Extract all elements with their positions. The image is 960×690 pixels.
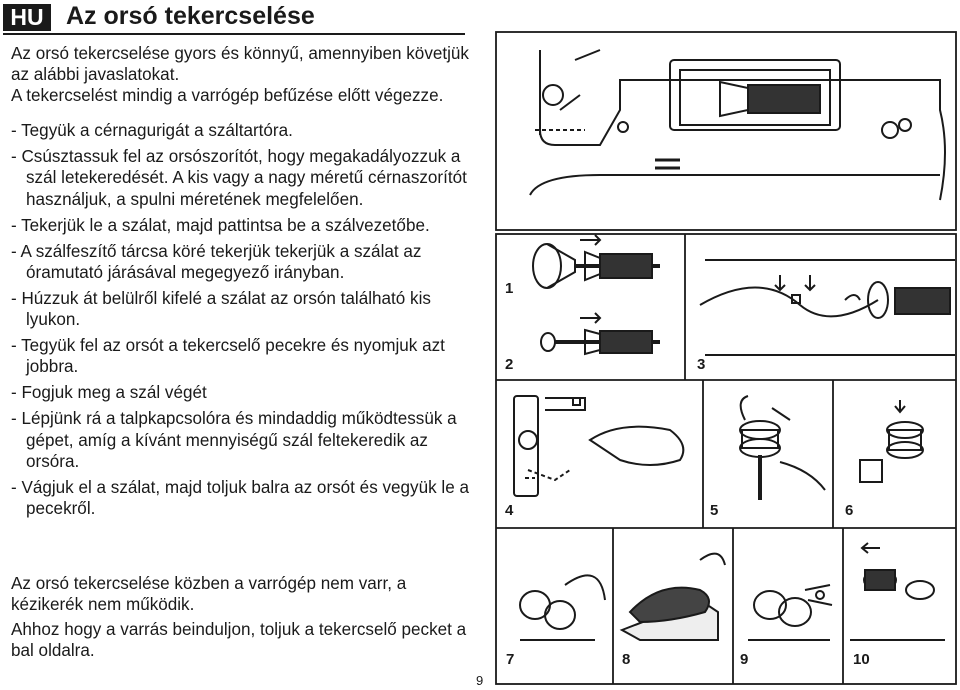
sewing-machine-top-icon [529, 49, 946, 201]
bobbin-removal-icon [850, 542, 945, 641]
step-item: - Fogjuk meg a szál végét [11, 383, 207, 403]
bobbin-winder-icon [859, 400, 924, 483]
small-spool-icon [540, 312, 660, 356]
tension-disc-icon [513, 395, 685, 497]
figure-label: 8 [622, 651, 630, 668]
notes-text: Az orsó tekercselése közben a varrógép n… [11, 573, 481, 665]
step-item: - Tegyük fel az orsót a tekercselő pecek… [11, 336, 445, 377]
spool-icon [532, 234, 660, 289]
figure-label: 4 [505, 502, 514, 519]
machine-illustration-frame [495, 31, 957, 231]
step-item: - Lépjünk rá a talpkapcsolóra és mindadd… [11, 409, 457, 471]
figure-label: 1 [505, 280, 513, 297]
steps-grid-frame [495, 233, 957, 685]
figure-label: 2 [505, 356, 513, 373]
intro-paragraph: Az orsó tekercselése gyors és könnyű, am… [11, 44, 469, 85]
step-item: - Tekerjük le a szálat, majd pattintsa b… [11, 215, 430, 235]
page-number: 9 [476, 673, 484, 688]
figure-label: 9 [740, 651, 748, 668]
scissors-icon [748, 584, 833, 641]
step-item: - Tegyük a cérnagurigát a száltartóra. [11, 121, 293, 141]
step-item: - Húzzuk át belülről kifelé a szálat az … [11, 288, 431, 330]
figure-label: 6 [845, 502, 853, 519]
language-badge: HU [3, 4, 51, 31]
figure-label: 10 [853, 651, 870, 668]
figure-label: 5 [710, 502, 718, 519]
bobbin-icon [519, 574, 606, 641]
step-item: - Vágjuk el a szálat, majd toljuk balra … [11, 477, 469, 518]
thread-guide-icon [699, 259, 955, 356]
figure-label: 3 [697, 356, 705, 373]
title-divider [3, 33, 465, 35]
figure-label: 7 [506, 651, 514, 668]
bobbin-on-pin-icon [739, 395, 826, 500]
note-paragraph: Az orsó tekercselése közben a varrógép n… [11, 574, 407, 615]
instructions-text: Az orsó tekercselése gyors és könnyű, am… [11, 43, 481, 519]
foot-pedal-icon [619, 552, 726, 641]
step-item: - Csúsztassuk fel az orsószorítót, hogy … [11, 147, 467, 209]
page-title: Az orsó tekercselése [66, 2, 315, 30]
intro-paragraph: A tekercselést mindig a varrógép befűzés… [11, 86, 444, 106]
note-paragraph: Ahhoz hogy a varrás beinduljon, toljuk a… [11, 620, 467, 661]
step-item: - A szálfeszítő tárcsa köré tekerjük tek… [11, 241, 422, 282]
